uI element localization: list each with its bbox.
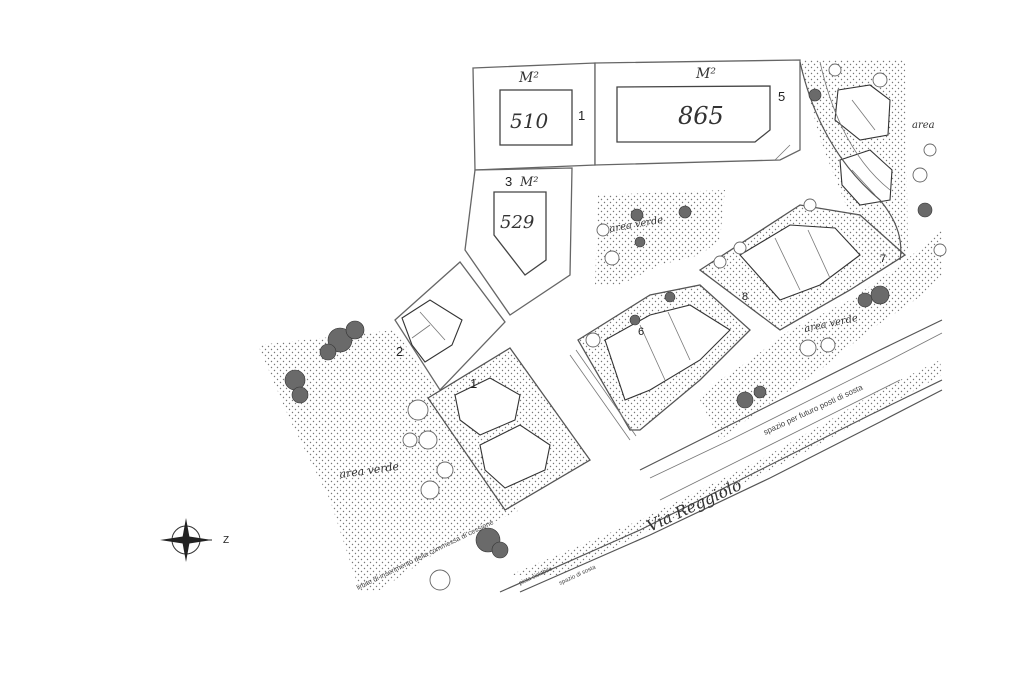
green-area-right-strip	[700, 58, 942, 440]
row-houses-7-footprint	[739, 224, 861, 301]
building-2-number: 2	[396, 344, 403, 359]
building-2-footprint	[401, 299, 463, 363]
road-edge-3	[639, 319, 943, 471]
lot-1-unit: M²	[518, 70, 539, 86]
building-1-footprint	[454, 377, 551, 489]
curved-path	[799, 61, 902, 261]
compass-rose-icon	[160, 518, 212, 562]
lot-1-footprint	[499, 89, 573, 146]
lot-5-unit: M²	[695, 66, 716, 82]
trees	[402, 63, 947, 591]
lot-5-area: 865	[678, 102, 724, 130]
green-area-main	[258, 330, 520, 592]
row-houses-6-footprint	[604, 304, 731, 401]
lot-3-area: 529	[500, 212, 534, 233]
internal-road-2	[575, 349, 637, 437]
compass-direction-letter: Z	[223, 535, 229, 546]
green-area-top-label: area	[912, 120, 935, 131]
building-6-number: 6	[638, 326, 644, 338]
building-1-outline	[427, 347, 591, 511]
green-area-center	[595, 190, 725, 285]
road-edge-4	[649, 332, 943, 479]
curved-path-inner	[819, 61, 891, 191]
lot-3-footprint	[493, 191, 547, 276]
lot-5-footprint	[616, 85, 771, 143]
road-edge-1	[499, 379, 943, 593]
road-edge-2	[519, 389, 943, 593]
row-houses-7-outline	[698, 204, 907, 331]
lot-3-unit: M²	[519, 175, 539, 190]
road-edge-5	[659, 379, 901, 501]
building-7-number: 7	[880, 253, 886, 265]
road-verge-dots	[510, 360, 942, 575]
lot-5-number: 5	[778, 89, 785, 104]
internal-road-1	[569, 354, 631, 441]
building-1-number: 1	[470, 376, 477, 391]
street-label: Via Reggiolo	[644, 475, 745, 536]
lot-3-number: 3	[505, 174, 512, 189]
bushes	[284, 88, 933, 559]
building-8-number: 8	[742, 291, 748, 303]
lot-1-area: 510	[510, 109, 548, 133]
top-right-buildings	[834, 84, 893, 206]
internal-road-3	[774, 144, 791, 161]
lot-1-number: 1	[578, 108, 585, 123]
